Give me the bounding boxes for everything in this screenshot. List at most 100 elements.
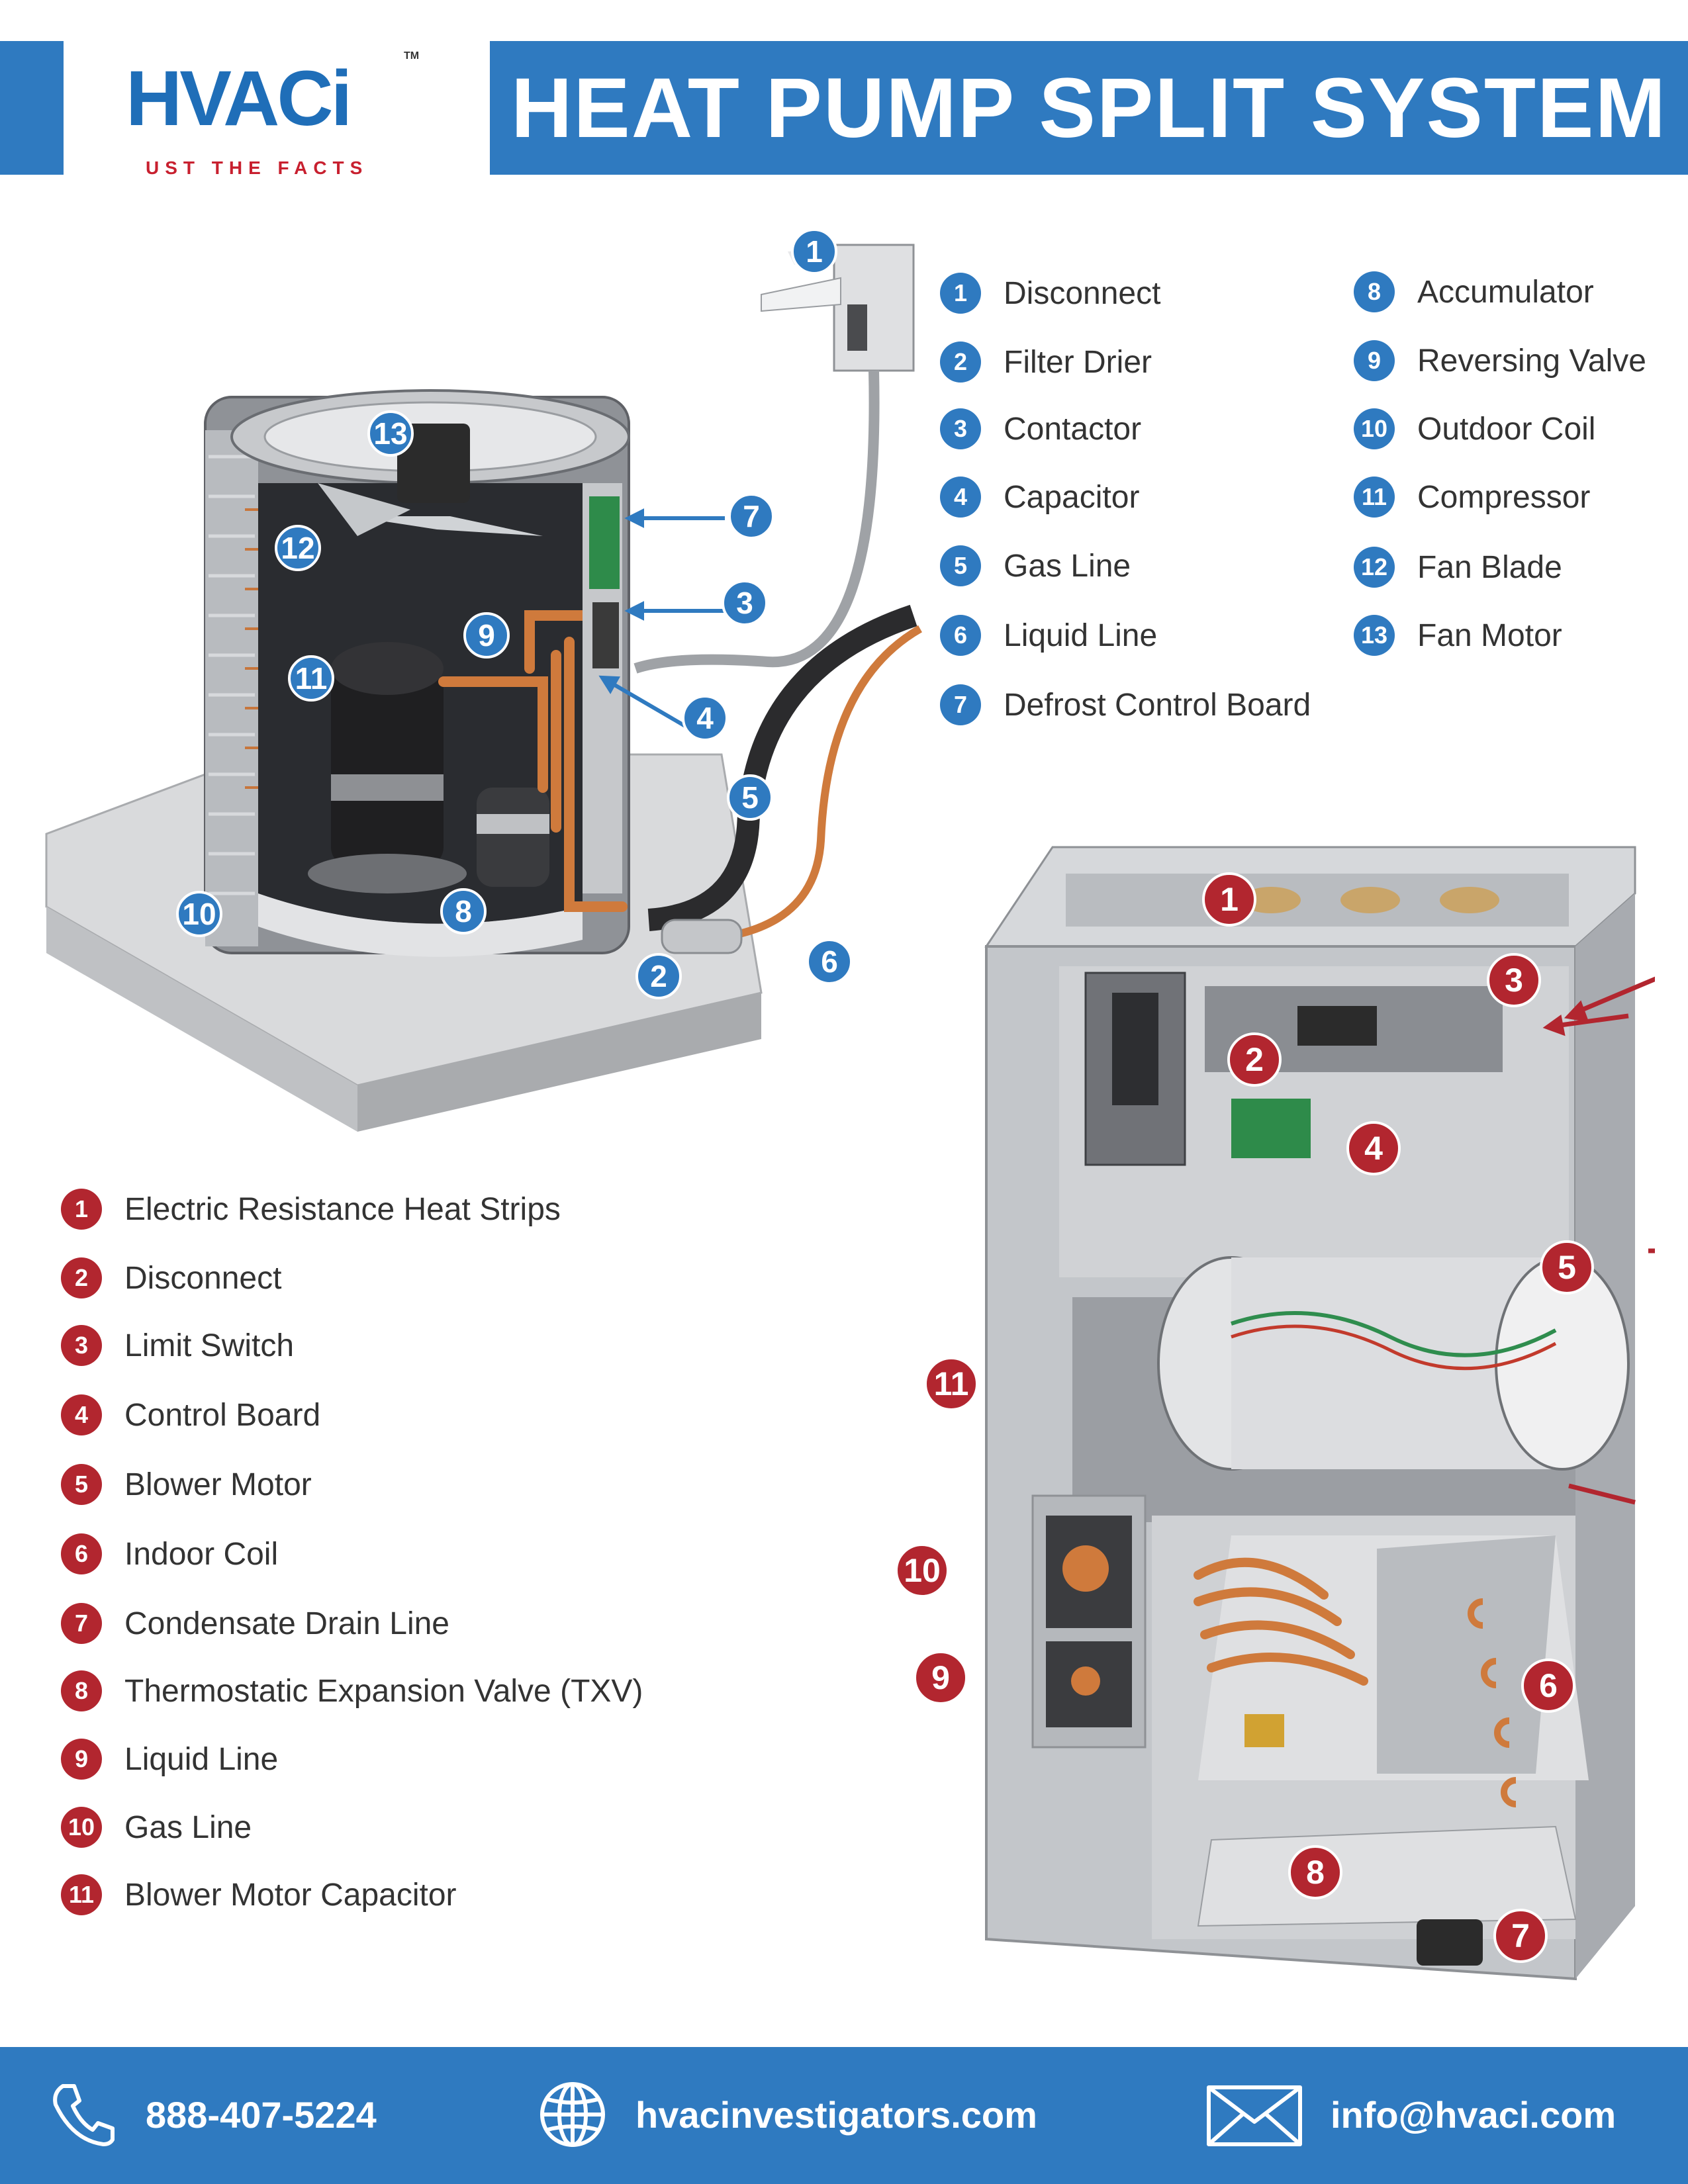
outdoor-legend-item: 6 Liquid Line <box>940 612 1157 659</box>
outdoor-marker-11: 11 <box>288 655 334 702</box>
indoor-legend-item: 8 Thermostatic Expansion Valve (TXV) <box>61 1668 643 1714</box>
legend-label: Reversing Valve <box>1417 343 1646 379</box>
legend-label: Control Board <box>124 1397 321 1433</box>
indoor-legend-item: 11 Blower Motor Capacitor <box>61 1872 457 1918</box>
legend-number: 3 <box>61 1325 102 1366</box>
legend-number: 2 <box>61 1257 102 1298</box>
outdoor-marker-5: 5 <box>727 774 773 821</box>
logo-tagline: UST THE FACTS <box>146 158 369 178</box>
outdoor-legend-item: 3 Contactor <box>940 406 1141 452</box>
outdoor-legend-item: 9 Reversing Valve <box>1354 338 1646 384</box>
legend-number: 10 <box>61 1807 102 1848</box>
envelope-icon <box>1207 2085 1302 2146</box>
outdoor-marker-4: 4 <box>682 695 728 741</box>
outdoor-marker-6: 6 <box>806 938 853 985</box>
indoor-legend-item: 7 Condensate Drain Line <box>61 1600 449 1647</box>
legend-label: Condensate Drain Line <box>124 1606 449 1641</box>
footer-email[interactable]: info@hvaci.com <box>1205 2078 1616 2151</box>
legend-label: Outdoor Coil <box>1417 411 1596 447</box>
legend-label: Accumulator <box>1417 274 1594 310</box>
legend-label: Fan Motor <box>1417 617 1562 653</box>
outdoor-marker-13: 13 <box>367 410 414 457</box>
outdoor-legend-item: 11 Compressor <box>1354 474 1590 520</box>
indoor-marker-3: 3 <box>1487 953 1541 1007</box>
outdoor-legend-item: 12 Fan Blade <box>1354 544 1562 590</box>
outdoor-legend-item: 1 Disconnect <box>940 270 1160 316</box>
legend-number: 10 <box>1354 408 1395 449</box>
legend-number: 11 <box>1354 477 1395 518</box>
legend-number: 9 <box>61 1739 102 1780</box>
legend-number: 7 <box>61 1603 102 1644</box>
indoor-marker-11: 11 <box>924 1357 978 1411</box>
legend-number: 4 <box>61 1394 102 1435</box>
outdoor-legend-item: 5 Gas Line <box>940 543 1131 589</box>
legend-label: Gas Line <box>1004 548 1131 584</box>
legend-number: 13 <box>1354 615 1395 656</box>
legend-label: Contactor <box>1004 411 1142 447</box>
legend-label: Disconnect <box>124 1260 282 1296</box>
hvaci-logo: HVACi UST THE FACTS TM <box>126 46 437 185</box>
footer-website[interactable]: hvacinvestigators.com <box>536 2078 1037 2151</box>
indoor-legend-item: 1 Electric Resistance Heat Strips <box>61 1186 561 1232</box>
legend-number: 11 <box>61 1874 102 1915</box>
outdoor-marker-12: 12 <box>275 525 321 571</box>
website-url: hvacinvestigators.com <box>635 2093 1037 2136</box>
outdoor-marker-7: 7 <box>728 493 774 539</box>
indoor-legend-item: 4 Control Board <box>61 1392 320 1438</box>
page-title: HEAT PUMP SPLIT SYSTEM <box>510 60 1667 156</box>
footer-phone[interactable]: 888-407-5224 <box>46 2078 377 2151</box>
legend-label: Liquid Line <box>124 1741 279 1777</box>
logo-wordmark: HVACi <box>126 55 352 142</box>
outdoor-marker-2: 2 <box>635 953 682 999</box>
legend-number: 9 <box>1354 340 1395 381</box>
legend-label: Gas Line <box>124 1809 252 1845</box>
legend-label: Disconnect <box>1004 275 1161 311</box>
legend-number: 1 <box>61 1189 102 1230</box>
outdoor-marker-9: 9 <box>463 612 510 659</box>
legend-number: 2 <box>940 341 981 383</box>
outdoor-legend-item: 7 Defrost Control Board <box>940 682 1311 728</box>
legend-label: Electric Resistance Heat Strips <box>124 1191 561 1227</box>
legend-label: Capacitor <box>1004 479 1140 515</box>
outdoor-marker-3: 3 <box>722 580 768 626</box>
indoor-marker-1: 1 <box>1202 872 1256 927</box>
legend-label: Liquid Line <box>1004 617 1158 653</box>
indoor-marker-9: 9 <box>914 1651 968 1705</box>
legend-label: Thermostatic Expansion Valve (TXV) <box>124 1673 643 1709</box>
outdoor-unit-illustration <box>45 244 922 1132</box>
globe-icon <box>540 2082 605 2147</box>
footer-bar <box>0 2047 1688 2184</box>
outdoor-marker-8: 8 <box>440 888 487 934</box>
legend-label: Fan Blade <box>1417 549 1562 585</box>
phone-number: 888-407-5224 <box>146 2093 377 2136</box>
logo-trademark: TM <box>404 50 420 62</box>
legend-number: 5 <box>940 545 981 586</box>
legend-label: Defrost Control Board <box>1004 687 1311 723</box>
legend-label: Blower Motor <box>124 1467 312 1502</box>
indoor-legend-item: 9 Liquid Line <box>61 1736 278 1782</box>
legend-number: 8 <box>61 1670 102 1711</box>
outdoor-legend-item: 4 Capacitor <box>940 474 1139 520</box>
indoor-marker-4: 4 <box>1346 1121 1401 1175</box>
legend-number: 1 <box>940 273 981 314</box>
indoor-marker-6: 6 <box>1521 1659 1575 1713</box>
indoor-legend-item: 10 Gas Line <box>61 1804 252 1850</box>
indoor-legend-item: 3 Limit Switch <box>61 1322 294 1369</box>
indoor-marker-7: 7 <box>1493 1909 1548 1963</box>
legend-number: 4 <box>940 477 981 518</box>
outdoor-marker-1: 1 <box>791 228 837 275</box>
outdoor-legend-item: 10 Outdoor Coil <box>1354 406 1595 452</box>
indoor-marker-5: 5 <box>1540 1240 1594 1295</box>
legend-label: Filter Drier <box>1004 344 1152 380</box>
legend-number: 8 <box>1354 271 1395 312</box>
legend-number: 6 <box>940 615 981 656</box>
legend-label: Limit Switch <box>124 1328 295 1363</box>
legend-number: 3 <box>940 408 981 449</box>
legend-number: 7 <box>940 684 981 725</box>
indoor-legend-item: 6 Indoor Coil <box>61 1531 278 1577</box>
outdoor-legend-item: 13 Fan Motor <box>1354 612 1562 659</box>
outdoor-marker-10: 10 <box>176 891 222 937</box>
legend-number: 12 <box>1354 547 1395 588</box>
header-accent-bar <box>0 41 64 175</box>
legend-number: 6 <box>61 1533 102 1574</box>
